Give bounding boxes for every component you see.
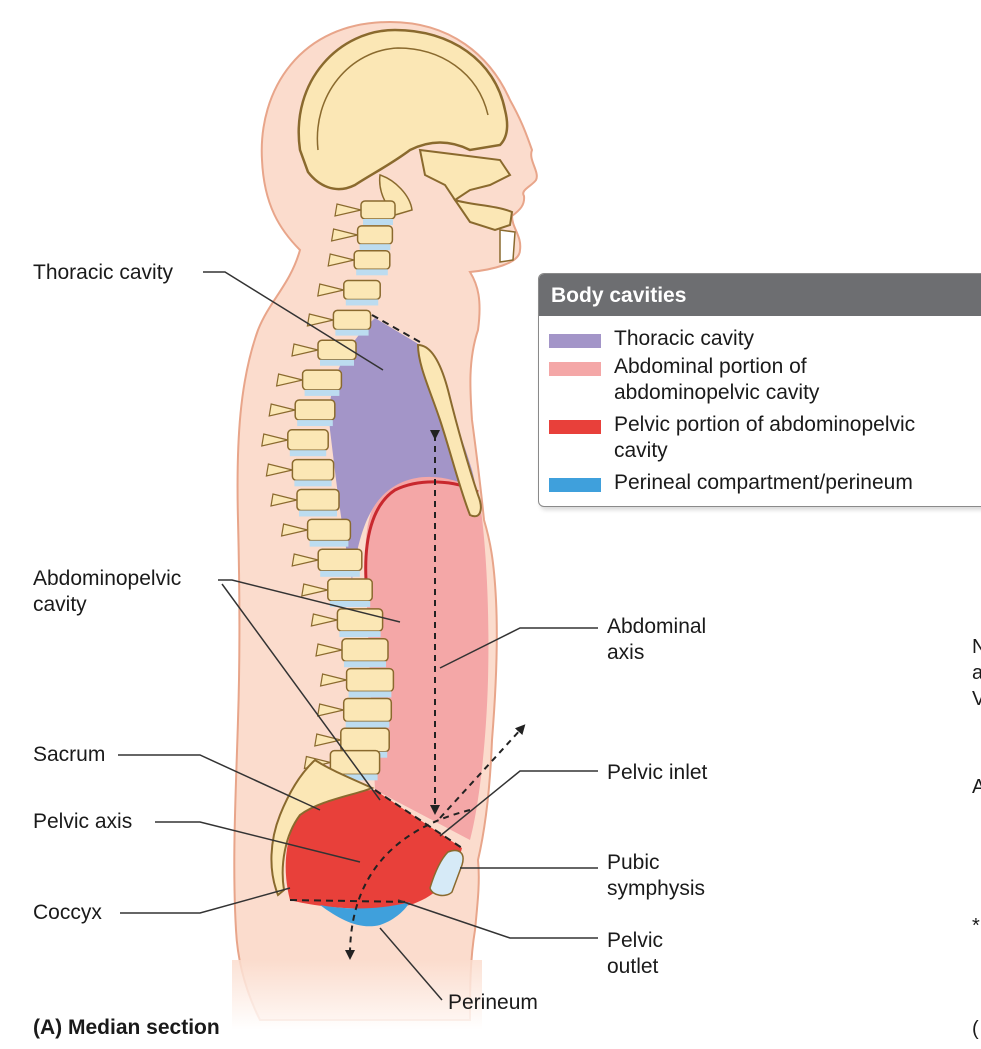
intervertebral-disc	[329, 600, 371, 607]
intervertebral-disc	[345, 721, 390, 728]
legend-label-perineal: Perineal compartment/perineum	[614, 471, 913, 494]
edge-fragment-3: V	[972, 688, 981, 710]
edge-fragment-4: A	[972, 776, 981, 798]
spinous-process	[291, 343, 319, 357]
pelvic-axis-curve	[345, 809, 471, 960]
intervertebral-disc	[348, 691, 392, 698]
vertebra	[301, 369, 343, 391]
spinous-process	[268, 403, 296, 417]
intervertebral-disc	[297, 420, 333, 427]
intervertebral-disc	[304, 389, 340, 396]
edge-fragment-6: *	[972, 915, 980, 937]
spinous-process	[317, 283, 344, 297]
label-abdominal-axis: Abdominal axis	[607, 615, 707, 664]
skull	[297, 28, 509, 191]
intervertebral-disc	[359, 244, 391, 251]
intervertebral-disc	[309, 540, 349, 547]
intervertebral-disc	[294, 480, 332, 487]
spinous-process	[301, 583, 328, 597]
legend-label-pelvic: Pelvic portion of abdominopelvic cavity	[614, 413, 916, 462]
vertebra	[340, 727, 390, 753]
abdominal-region	[365, 476, 489, 840]
edge-fragment-1: N	[972, 636, 981, 658]
spinous-process	[265, 463, 293, 477]
intervertebral-disc	[339, 631, 381, 638]
label-thoracic-cavity: Thoracic cavity	[33, 261, 174, 284]
figure-caption: (A) Median section	[33, 1016, 220, 1039]
label-perineum: Perineum	[448, 991, 538, 1014]
spinous-process	[315, 643, 343, 657]
vertebra	[353, 249, 391, 271]
spinous-process	[280, 523, 308, 537]
legend-item-pelvic: Pelvic portion of abdominopelvic cavity	[549, 412, 981, 464]
legend-title: Body cavities	[539, 274, 981, 316]
intervertebral-disc	[299, 510, 337, 517]
legend-box: Body cavities Thoracic cavity Abdominal …	[538, 273, 981, 507]
edge-fragment-2: a	[972, 662, 981, 684]
label-sacrum: Sacrum	[33, 743, 106, 766]
spinous-process	[330, 228, 358, 242]
spinous-process	[261, 433, 288, 447]
legend-swatch-perineal	[549, 478, 601, 492]
spinous-process	[327, 253, 355, 267]
vertebra	[306, 518, 352, 542]
vertebra	[342, 697, 393, 723]
vertebra	[327, 578, 373, 602]
legend-item-perineal: Perineal compartment/perineum	[549, 470, 981, 496]
intervertebral-disc	[320, 359, 354, 366]
spinous-process	[291, 553, 319, 567]
label-pubic-symphysis: Pubic symphysis	[607, 851, 706, 900]
label-pelvic-inlet: Pelvic inlet	[607, 761, 708, 784]
vertebra	[356, 225, 394, 245]
vertebra	[332, 309, 372, 331]
vertebra	[343, 279, 381, 301]
label-abdominopelvic-cavity: Abdominopelvic cavity	[33, 567, 182, 616]
intervertebral-disc	[335, 329, 369, 336]
vertebra	[291, 458, 335, 482]
legend-label-thoracic: Thoracic cavity	[614, 327, 755, 350]
spinous-process	[310, 613, 338, 627]
vertebra	[296, 488, 340, 512]
vertebra	[294, 399, 336, 421]
intervertebral-disc	[356, 269, 388, 276]
label-pelvic-outlet: Pelvic outlet	[607, 929, 664, 978]
perineum-region	[320, 902, 410, 927]
spinous-process	[275, 373, 303, 387]
thoracic-cavity-region	[329, 318, 478, 580]
intervertebral-disc	[289, 450, 327, 457]
intervertebral-disc	[345, 299, 379, 306]
spinous-process	[334, 203, 362, 217]
intervertebral-disc	[363, 219, 393, 225]
vertebra	[341, 638, 389, 662]
spinous-process	[314, 733, 341, 747]
legend-item-abdominal: Abdominal portion of abdominopelvic cavi…	[549, 354, 981, 406]
sternum	[416, 343, 482, 518]
label-coccyx: Coccyx	[33, 901, 102, 924]
intervertebral-disc	[320, 570, 360, 577]
edge-fragment-5: (	[972, 1018, 979, 1040]
vertebra	[345, 667, 395, 693]
vertebra	[287, 429, 329, 451]
vertebra	[329, 749, 381, 776]
spinous-process	[270, 493, 298, 507]
pubic-symphysis-bone	[429, 849, 464, 897]
pelvic-inlet-arrow	[439, 724, 526, 819]
label-pelvic-axis: Pelvic axis	[33, 810, 133, 833]
spinous-process	[319, 673, 347, 687]
intervertebral-disc	[332, 774, 378, 781]
spinous-process	[306, 313, 334, 327]
vertebra	[360, 200, 396, 220]
legend-label-abdominal: Abdominal portion of abdominopelvic cavi…	[614, 355, 820, 404]
legend-item-thoracic: Thoracic cavity	[549, 326, 981, 352]
legend-swatch-thoracic	[549, 334, 601, 348]
intervertebral-disc	[344, 661, 386, 668]
vertebra	[317, 548, 363, 572]
legend-swatch-abdominal	[549, 362, 601, 376]
spinous-process	[316, 703, 344, 717]
legend-swatch-pelvic	[549, 420, 601, 434]
